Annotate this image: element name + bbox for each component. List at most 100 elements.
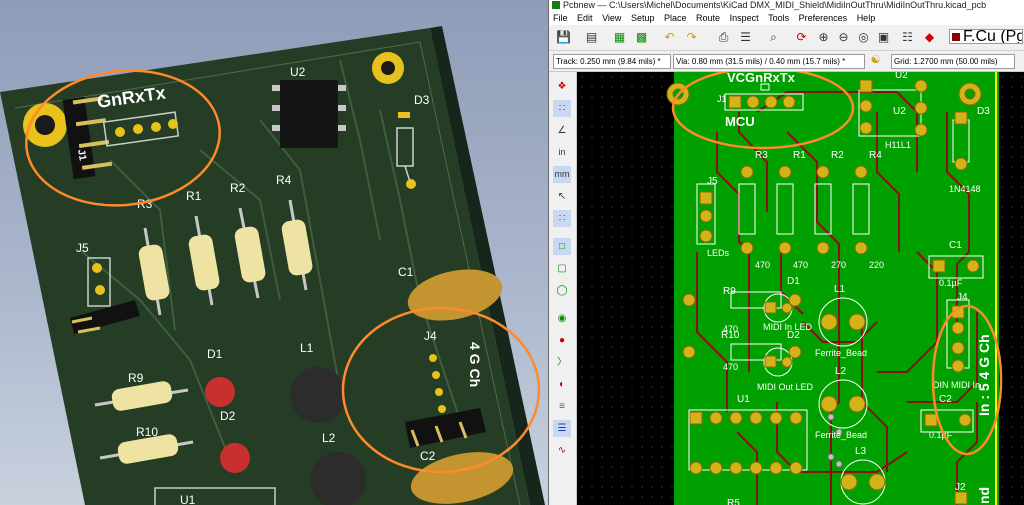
2d-vias [827,413,843,468]
pad-sketch-icon[interactable]: ◉ [557,313,567,324]
2d-label-l1: L1 [834,284,846,295]
menu-edit[interactable]: Edit [577,13,593,23]
3d-label-j4: J4 [424,329,437,343]
2d-silk-outlines [688,83,984,505]
zoom-out-icon[interactable]: ⊖ [838,30,849,44]
undo-icon[interactable]: ↶ [664,30,675,44]
2d-highlight-j1 [671,72,855,150]
refresh-icon[interactable]: ⟳ [796,30,807,44]
zone-outline-icon[interactable]: ▢ [557,263,567,274]
window-title: Pcbnew — C:\Users\Michel\Documents\KiCad… [563,0,987,10]
ratsnest-icon[interactable]: ∷ [553,210,571,227]
2d-label-r2-value: 270 [831,260,846,270]
2d-label-r5: R5 [727,498,740,505]
3d-label-r10: R10 [136,425,158,439]
3d-label-j1: J1 [75,149,88,162]
3d-viewer-panel[interactable]: GnRxTx J1 U2 D3 R3 R1 R2 R4 J5 C1 D1 L1 … [0,0,548,505]
track-width-select[interactable]: Track: 0.250 mm (9.84 mils) * [553,54,671,69]
menu-place[interactable]: Place [663,13,687,23]
zone-fill-icon[interactable]: □ [553,238,571,255]
print-icon[interactable]: ⎙ [718,30,729,44]
menu-tools[interactable]: Tools [768,13,790,23]
2d-label-d1: D1 [787,276,800,287]
3d-resistors [94,199,313,464]
find-icon[interactable]: ⌕ [770,30,777,44]
3d-u2-ic [272,80,346,148]
2d-label-j5: J5 [707,176,718,187]
cursor-shape-icon[interactable]: ↖ [557,191,567,202]
pcb-canvas[interactable]: VCGnRxTx MCU J1 U2 U2 H11L1 D3 1N4148 R3… [577,72,1024,505]
2d-label-d3-value: 1N4148 [949,184,981,194]
track-sketch-icon[interactable]: 〉 [557,357,567,368]
2d-label-r9-value: 470 [723,324,738,334]
zoom-in-icon[interactable]: ⊕ [818,30,829,44]
2d-label-ferrite2: Ferrite_Bead [815,430,867,440]
2d-label-conn: VCGnRxTx [727,72,796,85]
3d-pcb-board-edge [430,26,545,505]
2d-label-c2: C2 [939,394,952,405]
via-size-select[interactable]: Via: 0.80 mm (31.5 mils) / 0.40 mm (15.7… [673,54,865,69]
grid-select[interactable]: Grid: 1.2700 mm (50.00 mils) [891,54,1015,69]
track-auto-width-icon[interactable]: ☯ [870,54,881,66]
units-mm-button[interactable]: mm [553,166,571,183]
2d-label-c2-value: 0.1µF [929,430,953,440]
grid-toggle-icon[interactable]: ∷ [553,100,571,117]
2d-label-r4: R4 [869,150,882,161]
library-icon[interactable]: ▦ [613,30,626,44]
3d-board-canvas[interactable]: GnRxTx J1 U2 D3 R3 R1 R2 R4 J5 C1 D1 L1 … [0,0,548,505]
redo-icon[interactable]: ↷ [686,30,697,44]
pcbnew-window[interactable]: Pcbnew — C:\Users\Michel\Documents\KiCad… [548,0,1024,505]
2d-label-u2: U2 [895,72,908,81]
menu-inspect[interactable]: Inspect [729,13,759,23]
3d-label-j5: J5 [76,241,89,255]
2d-label-j1: J1 [717,94,727,104]
3d-c2-capacitor [410,452,514,504]
2d-label-r10: R10 [721,330,740,341]
zoom-selection-icon[interactable]: ▣ [877,30,890,44]
layer-manager-icon[interactable]: ≡ [559,401,565,412]
footprint-editor-icon[interactable]: ▩ [635,30,648,44]
3d-j5-header [70,300,140,334]
units-inch-button[interactable]: in [558,147,566,157]
drc-icon[interactable]: ◆ [924,30,935,44]
menu-help[interactable]: Help [856,13,876,23]
3d-label-r1: R1 [186,189,202,203]
2d-label-mcu: MCU [725,114,755,129]
plot-icon[interactable]: ☰ [740,30,751,44]
microwave-icon[interactable]: ∿ [557,445,567,456]
3d-label-u2: U2 [290,65,306,79]
polar-coords-icon[interactable]: ∠ [557,125,567,136]
drc-marker-icon[interactable]: ❖ [557,81,567,92]
layer-label: F.Cu (PgUp) [963,29,1023,44]
zone-sketch-icon[interactable]: ◯ [556,285,568,296]
3d-j1-header [62,96,113,180]
3d-j4-header [405,408,486,448]
zoom-fit-icon[interactable]: ◎ [858,30,869,44]
menu-preferences[interactable]: Preferences [798,13,848,23]
save-icon[interactable]: 💾 [556,30,571,44]
via-sketch-icon[interactable]: ● [558,335,566,346]
2d-label-j4: J4 [957,292,968,303]
2d-label-r10-value: 470 [723,362,738,372]
menu-setup[interactable]: Setup [630,13,655,23]
layers-stack-icon[interactable]: ☰ [553,420,571,437]
2d-label-leds: LEDs [707,248,730,258]
2d-pads [666,79,982,505]
2d-label-c1: C1 [949,240,962,251]
grid-label: Grid: 1.2700 mm (50.00 mils) [894,57,998,66]
netlist-icon[interactable]: ☷ [902,30,913,44]
menu-view[interactable]: View [602,13,622,23]
2d-label-d3: D3 [977,106,990,117]
track-width-label: Track: 0.250 mm (9.84 mils) * [556,57,661,66]
2d-label-l3: L3 [855,446,867,457]
2d-label-in4gch: In : 5 4 G Ch [976,334,992,416]
left-toolbar: ❖ ∷ ∠ in mm ↖ ∷ □ ▢ ◯ ◉ ● 〉 ◐ ≡ ☰ ∿ [549,72,577,505]
high-contrast-icon[interactable]: ◐ [558,379,566,390]
2d-label-midiout: MIDI Out LED [757,382,814,392]
menu-route[interactable]: Route [696,13,721,23]
layer-selector[interactable]: F.Cu (PgUp) [949,29,1023,44]
page-settings-icon[interactable]: ▤ [585,30,598,44]
menu-file[interactable]: File [553,13,568,23]
pcbnew-app-icon [552,1,560,9]
3d-label-r2: R2 [230,181,246,195]
